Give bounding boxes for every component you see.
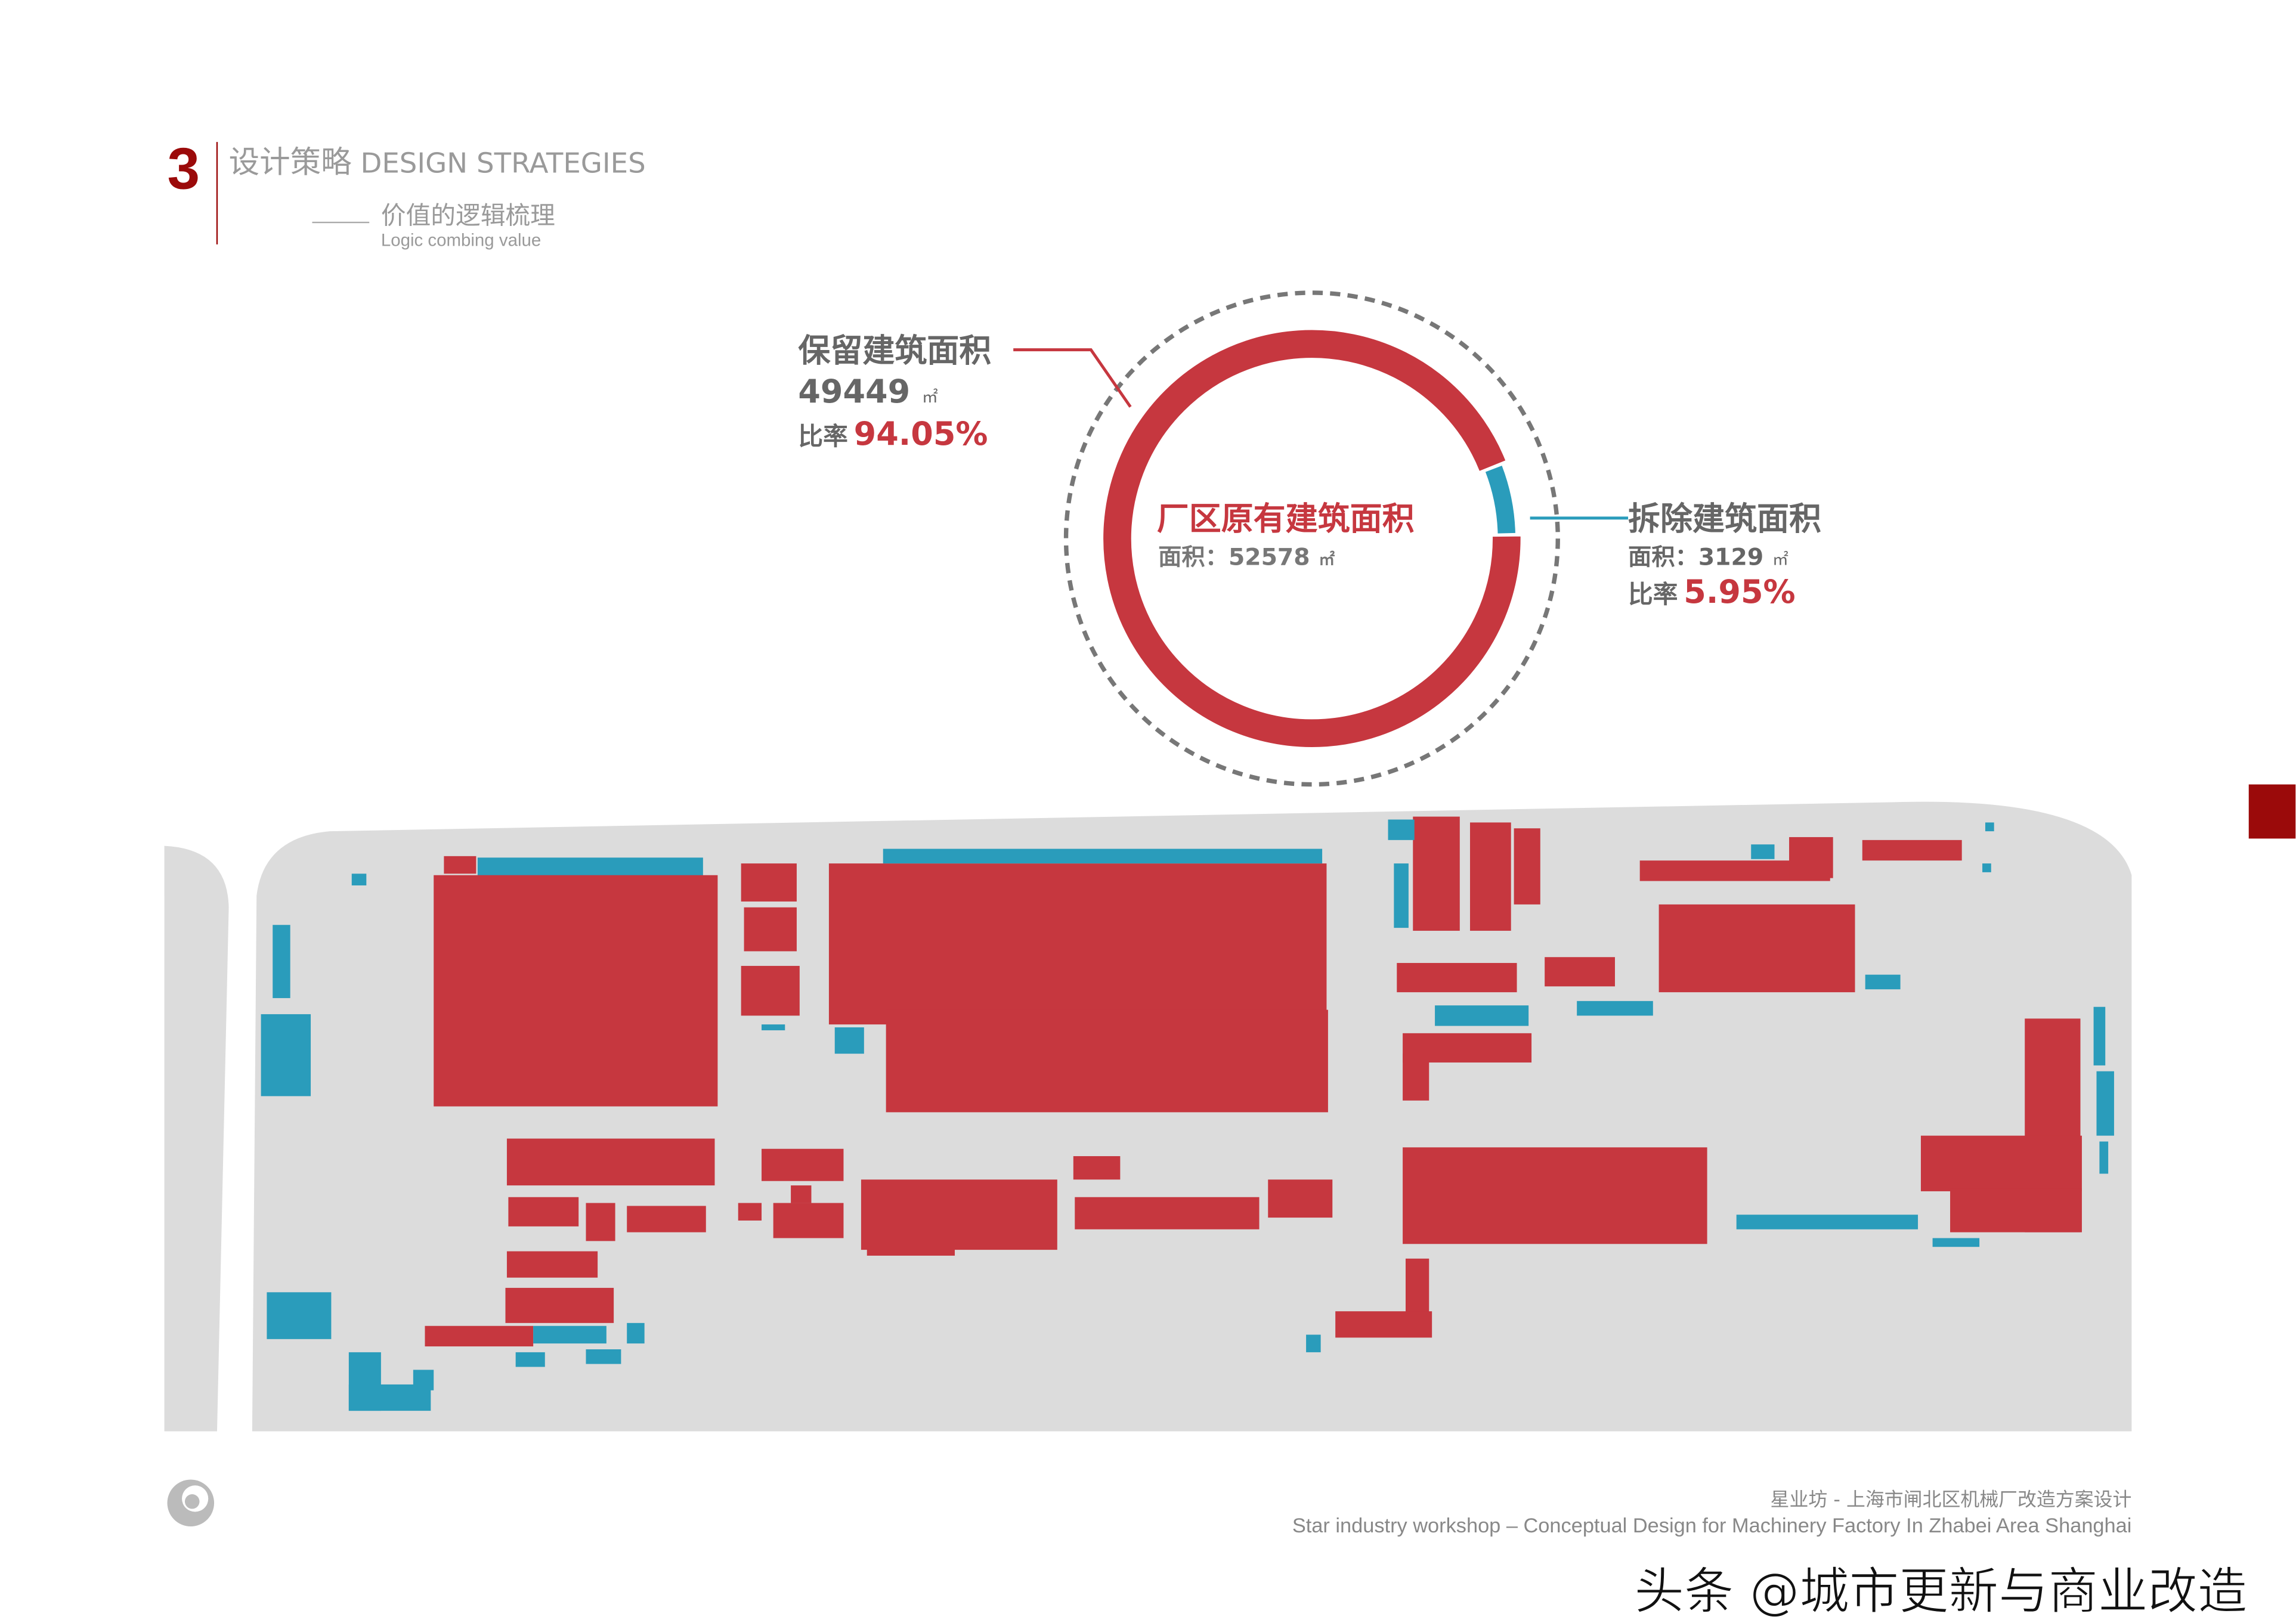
retained-building bbox=[1862, 840, 1962, 861]
subtitle-cn: 价值的逻辑梳理 bbox=[381, 201, 555, 230]
side-tab-marker bbox=[2248, 784, 2296, 839]
retained-building bbox=[505, 1287, 614, 1323]
retained-building bbox=[586, 1203, 615, 1241]
footer: 星业坊 - 上海市闸北区机械厂改造方案设计 Star industry work… bbox=[167, 1479, 2248, 1621]
retained-arc bbox=[1103, 330, 1521, 747]
retained-leader-line bbox=[1013, 348, 1132, 408]
demolished-title: 拆除建筑面积 bbox=[1628, 500, 1821, 538]
demolished-building bbox=[1306, 1334, 1321, 1352]
retained-building bbox=[762, 1148, 844, 1181]
retained-building bbox=[741, 863, 797, 902]
retained-building bbox=[1268, 1179, 1333, 1218]
retained-building bbox=[1403, 1147, 1707, 1244]
buildings bbox=[261, 816, 2114, 1411]
demolished-building bbox=[1985, 822, 1994, 832]
retained-building bbox=[434, 875, 718, 1107]
demolished-building bbox=[533, 1325, 607, 1344]
demolished-building bbox=[762, 1024, 785, 1030]
demolished-building bbox=[351, 874, 367, 885]
demolished-building bbox=[2096, 1071, 2114, 1136]
retained-building bbox=[1514, 828, 1540, 905]
dashed-outer-circle bbox=[1063, 290, 1560, 787]
retained-building bbox=[506, 1138, 715, 1186]
watermark: 头条 @城市更新与商业改造 bbox=[1635, 1562, 2248, 1620]
demolished-building bbox=[1736, 1215, 1919, 1229]
retained-building bbox=[425, 1325, 534, 1347]
retained-building bbox=[506, 1251, 598, 1278]
retained-building bbox=[1075, 1197, 1260, 1229]
retained-building bbox=[867, 1241, 955, 1256]
demolished-building bbox=[477, 857, 703, 878]
retained-building bbox=[1335, 1311, 1432, 1338]
demolished-building bbox=[586, 1349, 621, 1364]
demolished-building bbox=[1932, 1238, 1980, 1247]
retained-building bbox=[1920, 1135, 2082, 1191]
demolished-building bbox=[834, 1027, 864, 1054]
retained-building bbox=[1545, 957, 1615, 987]
retained-building bbox=[1950, 1188, 2082, 1232]
retained-building bbox=[1397, 963, 1517, 993]
retained-building bbox=[1073, 1156, 1121, 1180]
retained-building bbox=[1789, 837, 1833, 878]
retained-building bbox=[861, 1179, 1057, 1250]
retained-building bbox=[744, 907, 797, 952]
retained-building bbox=[508, 1197, 579, 1226]
demolished-building bbox=[1388, 819, 1415, 840]
retained-building bbox=[738, 1203, 762, 1221]
retained-building bbox=[627, 1206, 706, 1232]
demolished-building bbox=[2099, 1141, 2109, 1174]
demolished-building bbox=[1982, 863, 1991, 872]
project-en: Star industry workshop – Conceptual Desi… bbox=[1292, 1514, 2132, 1537]
retained-building bbox=[886, 1009, 1328, 1113]
center-title: 厂区原有建筑面积 bbox=[1157, 500, 1415, 538]
retained-title: 保留建筑面积 bbox=[798, 332, 991, 369]
section-number: 3 bbox=[168, 136, 200, 202]
demolished-building bbox=[515, 1352, 545, 1367]
retained-building bbox=[1469, 822, 1511, 931]
project-cn: 星业坊 - 上海市闸北区机械厂改造方案设计 bbox=[1771, 1488, 2132, 1511]
retained-building bbox=[828, 863, 1327, 1025]
demolished-building bbox=[883, 848, 1323, 864]
demolished-building bbox=[1394, 863, 1409, 928]
retained-building bbox=[791, 1185, 812, 1203]
retained-building bbox=[1658, 904, 1855, 993]
demolished-arc bbox=[1485, 465, 1515, 534]
demolished-building bbox=[1435, 1005, 1529, 1026]
demolished-building bbox=[1751, 844, 1775, 859]
retained-building bbox=[1413, 816, 1460, 931]
retained-building bbox=[444, 856, 476, 874]
demolished-building bbox=[413, 1370, 434, 1390]
retained-building bbox=[1403, 1054, 1429, 1101]
subtitle-en: Logic combing value bbox=[381, 230, 541, 250]
demolished-building bbox=[273, 925, 290, 998]
site-plan bbox=[164, 801, 2132, 1432]
retained-building bbox=[773, 1203, 844, 1238]
demolished-building bbox=[1577, 1001, 1653, 1016]
retained-building bbox=[1405, 1258, 1429, 1318]
demolished-building bbox=[261, 1014, 311, 1097]
retained-building bbox=[741, 965, 800, 1016]
demolished-building bbox=[267, 1292, 332, 1339]
demolished-building bbox=[2093, 1006, 2106, 1066]
site-road-left bbox=[164, 845, 229, 1432]
demolished-building bbox=[1865, 974, 1901, 990]
logo-icon bbox=[167, 1479, 215, 1527]
demolished-building bbox=[627, 1322, 645, 1344]
